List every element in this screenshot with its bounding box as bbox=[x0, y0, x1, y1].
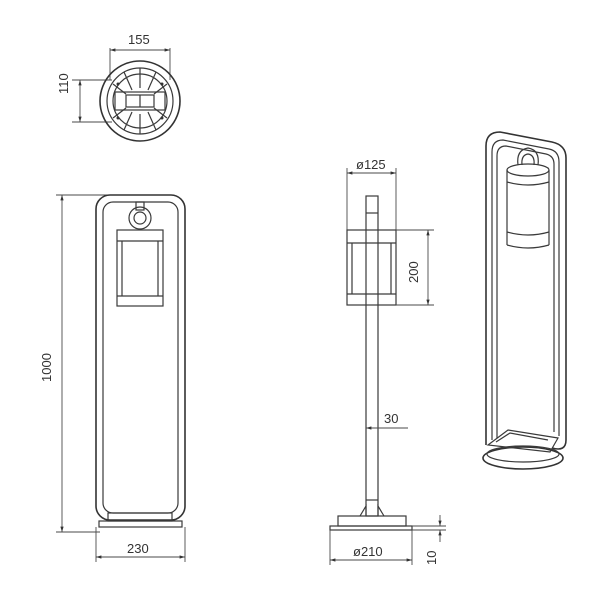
top-view bbox=[72, 48, 181, 142]
top-view-depth-text: 110 bbox=[56, 73, 71, 94]
front-view-height-label: 1000 bbox=[39, 353, 54, 382]
side-view-base-thickness-text: 10 bbox=[424, 550, 439, 565]
top-view-width-label: 155 bbox=[128, 32, 150, 47]
side-view-pole-width-label: 30 bbox=[384, 411, 399, 426]
side-view-base-diameter-label: ø210 bbox=[353, 544, 383, 559]
perspective-view bbox=[482, 131, 567, 470]
side-view bbox=[329, 168, 446, 565]
front-view-base-width-label: 230 bbox=[127, 541, 149, 556]
side-view-lamp-height-label: 200 bbox=[406, 261, 421, 283]
side-view-lamp-diameter-label: ø125 bbox=[356, 157, 386, 172]
front-view bbox=[56, 194, 186, 562]
top-view-depth-label: 110 bbox=[56, 73, 71, 94]
side-view-lamp-height-text: 200 bbox=[406, 261, 421, 283]
front-view-height-text: 1000 bbox=[39, 353, 54, 382]
side-view-base-thickness-label: 10 bbox=[424, 550, 439, 565]
